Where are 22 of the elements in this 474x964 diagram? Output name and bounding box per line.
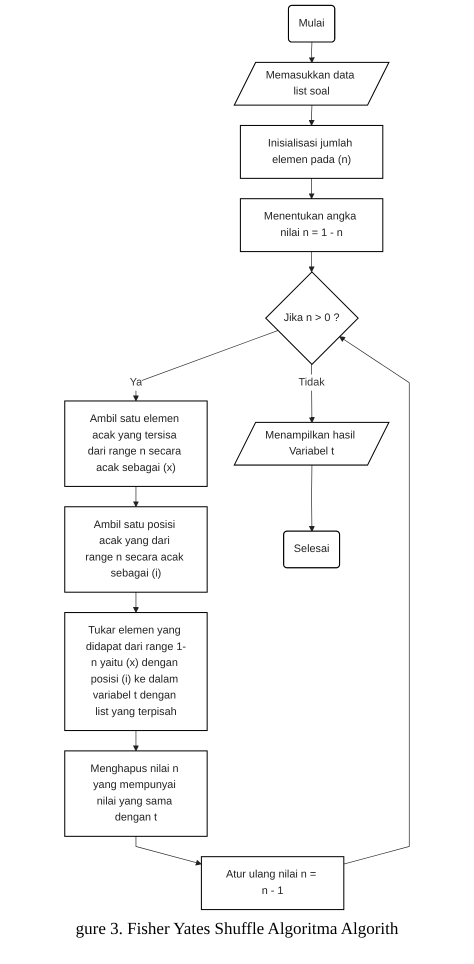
node-box: Tukar elemen yang didapat dari range 1-n yaitu (x) dengan posisi (i) ke dalam variabel t dengan list yang terpisah — [64, 612, 208, 732]
arrow — [308, 105, 315, 126]
arrow — [132, 486, 139, 508]
arrow — [339, 336, 410, 864]
arrow — [308, 42, 315, 63]
arrow — [308, 251, 315, 272]
arrow — [136, 836, 202, 866]
figure-caption: gure 3. Fisher Yates Shuffle Algoritma Algorith — [74, 919, 400, 939]
edge-label: Tidak — [298, 376, 325, 388]
arrow — [132, 330, 278, 402]
node-box: Ambil satu elemen acak yang tersisa dari range n secara acak sebagai (x) — [64, 400, 208, 487]
node-box: Atur ulang nilai n = n - 1 — [200, 856, 344, 910]
arrow — [308, 178, 315, 199]
arrow — [132, 592, 139, 613]
arrow — [132, 730, 139, 752]
node-diamond: Jika n > 0 ? — [265, 271, 359, 366]
node-box: Menghapus nilai n yang mempunyai nilai yang sama dengan t — [64, 750, 208, 837]
node-box: Menentukan angka nilai n = 1 - n — [240, 198, 384, 252]
node-box: Ambil satu posisi acak yang dari range n secara acak sebagai (i) — [64, 506, 208, 593]
edge-label: Ya — [130, 376, 142, 388]
arrow — [308, 465, 315, 532]
node-box: Inisialisasi jumlah elemen pada (n) — [240, 124, 384, 179]
